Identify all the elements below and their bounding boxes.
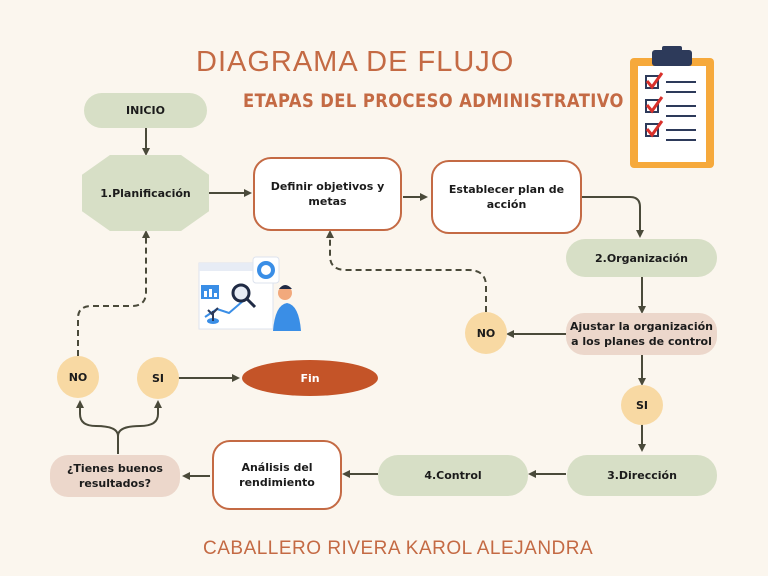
si-left-node: SI <box>137 357 179 399</box>
arrow-tienes-si <box>117 400 162 437</box>
organizacion-node: 2.Organización <box>566 239 717 277</box>
si-right-node: SI <box>621 385 663 425</box>
no-right-node: NO <box>465 312 507 354</box>
control-node: 4.Control <box>378 455 528 496</box>
arrow-no-definir <box>326 230 487 312</box>
analytics-person-illustration <box>198 256 301 331</box>
fin-node: Fin <box>242 360 378 396</box>
establecer-node: Establecer plan de acción <box>431 160 582 234</box>
definir-node: Definir objetivos y metas <box>253 157 402 231</box>
inicio-node: INICIO <box>84 93 207 128</box>
analisis-node: Análisis del rendimiento <box>212 440 342 510</box>
diagram-title: DIAGRAMA DE FLUJO <box>196 46 515 78</box>
no-left-node: NO <box>57 356 99 398</box>
direccion-node: 3.Dirección <box>567 455 717 496</box>
diagram-subtitle: ETAPAS DEL PROCESO ADMINISTRATIVO <box>243 90 624 112</box>
arrow-no-planificacion <box>77 230 150 356</box>
arrow-tienes-no <box>76 400 119 454</box>
arrow-establecer-organizacion <box>582 196 644 238</box>
clipboard-checklist-icon <box>630 46 714 168</box>
planificacion-node: 1.Planificación <box>82 155 209 231</box>
ajustar-node: Ajustar la organización a los planes de … <box>566 313 717 355</box>
author-name: CABALLERO RIVERA KAROL ALEJANDRA <box>203 538 594 559</box>
tienes-node: ¿Tienes buenos resultados? <box>50 455 180 497</box>
